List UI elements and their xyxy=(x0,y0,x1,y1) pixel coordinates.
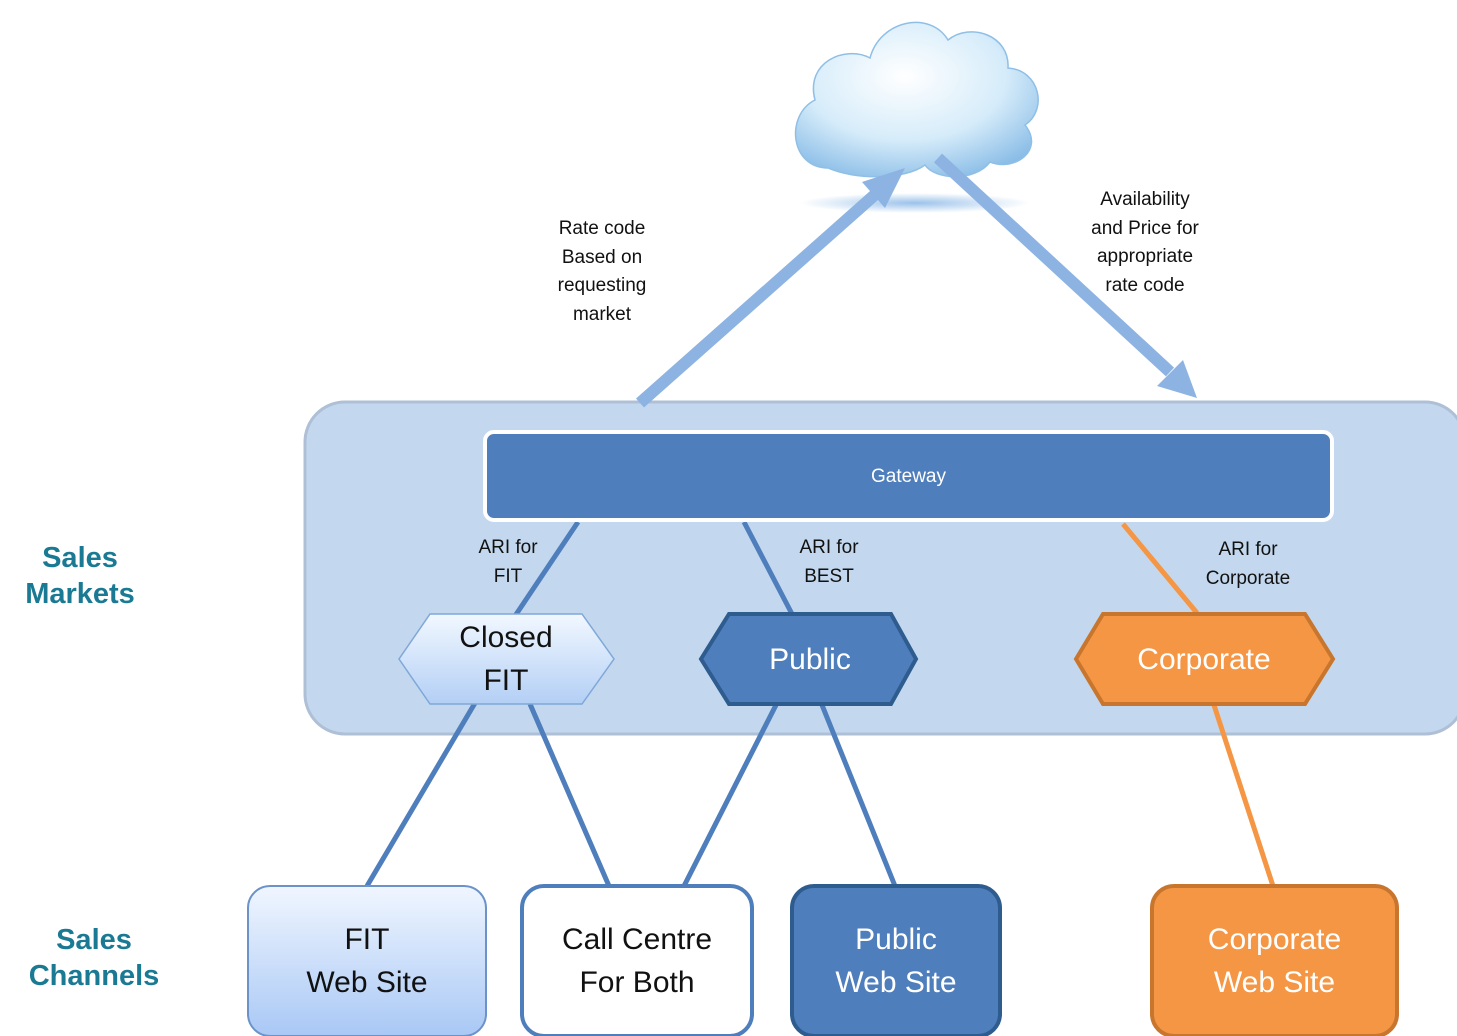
connector-lines xyxy=(364,520,1276,888)
public-hexagon xyxy=(698,612,919,706)
corporate-web-site-label: Corporate Web Site xyxy=(1207,923,1342,999)
arrow-up xyxy=(636,168,905,408)
cloud-icon xyxy=(794,21,1039,213)
rate-code-label: Rate code Based on requesting market xyxy=(557,218,647,325)
corporate-web-site-box xyxy=(1150,884,1399,1036)
corporate-label: Corporate xyxy=(1137,642,1271,676)
line-closedfit-callcentre xyxy=(527,703,612,887)
closed-fit-hexagon xyxy=(398,613,615,705)
arrow-down xyxy=(933,153,1197,398)
ari-best-label: ARI for BEST xyxy=(799,537,859,587)
line-gateway-corporate xyxy=(1121,522,1199,615)
public-label: Public xyxy=(769,642,851,676)
fit-web-site-box xyxy=(247,885,487,1036)
gateway-label: Gateway xyxy=(871,465,946,487)
public-web-site-box xyxy=(790,884,1002,1036)
public-web-site-label: Public Web Site xyxy=(835,923,957,999)
availability-price-label: Availability and Price for appropriate r… xyxy=(1091,189,1199,296)
ari-corporate-label: ARI for Corporate xyxy=(1205,539,1291,589)
sales-markets-label: Sales Markets xyxy=(25,542,135,610)
line-corporate-corpweb xyxy=(1210,701,1276,887)
line-gateway-public xyxy=(741,520,795,616)
line-public-publicweb xyxy=(819,704,898,887)
closed-fit-label: Closed FIT xyxy=(459,621,553,697)
gateway-bar xyxy=(483,430,1334,522)
call-centre-label: Call Centre For Both xyxy=(561,923,713,999)
line-gateway-closedfit xyxy=(512,520,581,618)
call-centre-box xyxy=(520,884,754,1036)
fit-web-site-label: FIT Web Site xyxy=(306,923,428,999)
ari-fit-label: ARI for FIT xyxy=(478,537,538,587)
sales-channels-label: Sales Channels xyxy=(28,924,160,992)
line-public-callcentre xyxy=(681,703,779,888)
corporate-hexagon xyxy=(1073,612,1336,706)
line-closedfit-fitweb xyxy=(364,701,478,888)
